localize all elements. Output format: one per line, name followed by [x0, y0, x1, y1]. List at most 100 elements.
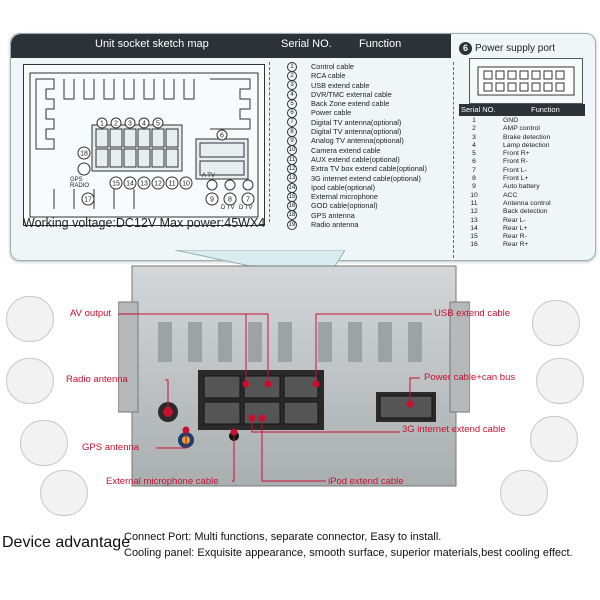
dtv-label-1: D TV: [221, 205, 235, 211]
power-pin-number: 1: [472, 117, 476, 124]
power-pin-number: 11: [470, 199, 478, 207]
power-pin-function: Front R-: [503, 158, 528, 166]
advantage-line-connect: Connect Port: Multi functions, separate …: [124, 531, 442, 543]
power-pin-row: 1 GND: [459, 117, 585, 125]
power-pin-function: Front L+: [503, 175, 529, 183]
sketch-title: Unit socket sketch map: [95, 38, 209, 50]
atv-label: A TV: [202, 173, 215, 179]
svg-text:14: 14: [126, 181, 134, 188]
power-pin-function: Back detection: [503, 208, 548, 216]
function-label: Extra TV box extend cable(optional): [311, 164, 427, 174]
power-pin-row: 3 Brake detection: [459, 134, 585, 142]
dtv-label-2: D TV: [239, 205, 253, 211]
external-mic-label: External microphone cable: [106, 476, 219, 487]
head-unit-back-svg: [117, 265, 471, 487]
power-pin-number: 8: [472, 175, 476, 183]
function-label: AUX extend cable(optional): [311, 154, 400, 164]
function-list-item: 7 Digital TV antenna(optional): [287, 117, 447, 128]
power-pin-function: Front L-: [503, 166, 527, 174]
ipod-extend-label: iPod extend cable: [328, 476, 404, 487]
device-advantage-colon: :: [113, 534, 118, 551]
power-port-number-badge: 6: [459, 42, 472, 55]
function-label: DVR/TMC external cable: [311, 89, 392, 99]
device-advantage-title: Device advantage: [2, 534, 131, 551]
power-pin-number: 16: [470, 241, 478, 249]
3g-cable-image: [530, 416, 578, 462]
power-pin-number: 4: [472, 141, 476, 149]
svg-text:15: 15: [112, 181, 120, 188]
svg-text:12: 12: [154, 181, 162, 188]
power-port-title: Power supply port: [475, 43, 556, 54]
power-pin-row: 12 Back detection: [459, 208, 585, 216]
power-pin-number: 14: [470, 224, 478, 232]
ipod-cable-image: [500, 470, 548, 516]
function-label: 3G internet extend cable(optional): [311, 173, 421, 183]
power-pin-number: 2: [472, 125, 476, 133]
function-label: Analog TV antenna(optional): [311, 136, 404, 146]
power-pin-number: 13: [470, 216, 478, 224]
function-number: 7: [287, 117, 297, 128]
power-pin-function: AMP control: [503, 125, 540, 133]
svg-text:5: 5: [156, 121, 160, 128]
serial-no-header: Serial NO.: [281, 38, 332, 50]
function-list-item: 3 USB extend cable: [287, 80, 447, 91]
power-table-header: Serial NO. Function: [459, 104, 585, 116]
svg-text:6: 6: [220, 133, 224, 140]
power-pin-row: 7 Front L-: [459, 167, 585, 175]
divider-line: [453, 62, 455, 258]
power-pin-function: Rear L-: [503, 216, 526, 224]
power-pin-number: 3: [472, 133, 476, 141]
svg-text:17: 17: [84, 197, 92, 204]
power-connector-drawing: [469, 58, 583, 104]
power-pin-row: 2 AMP control: [459, 125, 585, 133]
power-pin-number: 7: [472, 166, 476, 174]
function-label: Radio antenna: [311, 220, 359, 230]
function-label: Ipod cable(optional): [311, 182, 376, 192]
function-label: USB extend cable: [311, 80, 370, 90]
socket-sketch-panel: Unit socket sketch map Serial NO. Functi…: [10, 33, 596, 261]
power-can-label: Power cable+can bus: [424, 372, 516, 383]
function-label: Digital TV antenna(optional): [311, 127, 402, 137]
power-pin-function: ACC: [503, 191, 518, 199]
power-pin-number: 10: [470, 191, 478, 199]
function-label: External microphone: [311, 192, 378, 202]
power-pin-number: 12: [470, 208, 478, 216]
unit-sketch-drawing: 1 2 3 4 5 6 18 17 15 14 13 12 11 10 9 8 …: [23, 64, 265, 226]
device-advantage-section: Device advantage : Connect Port: Multi f…: [0, 528, 600, 588]
unit-sketch-svg: 1 2 3 4 5 6 18 17 15 14 13 12 11 10 9 8 …: [29, 72, 259, 218]
function-label: Digital TV antenna(optional): [311, 117, 402, 127]
function-number: 19: [287, 219, 297, 230]
power-pin-function: Rear R-: [503, 233, 527, 241]
power-pin-function: Front R+: [503, 150, 530, 158]
callout-lines: [118, 313, 432, 482]
power-pin-function: Brake detection: [503, 133, 551, 141]
function-label: Power cable: [311, 108, 352, 118]
radio-antenna-image: [6, 358, 54, 404]
power-pin-row: 14 Rear L+: [459, 225, 585, 233]
function-header: Function: [359, 38, 402, 50]
advantage-line-cooling: Cooling panel: Exquisite appearance, smo…: [124, 547, 573, 559]
3g-internet-label: 3G internet extend cable: [402, 424, 506, 435]
function-number: 3: [287, 80, 297, 91]
head-unit-back: [117, 262, 471, 490]
function-number: 10: [287, 145, 297, 156]
power-pin-function: GND: [503, 117, 519, 124]
function-label: Control cable: [311, 62, 354, 71]
power-pin-function: Rear R+: [503, 241, 529, 249]
function-label: RCA cable: [311, 71, 346, 81]
power-serial-header: Serial NO.: [461, 105, 496, 114]
power-pin-function: Rear L+: [503, 224, 528, 232]
sketch-header-bar: Unit socket sketch map Serial NO. Functi…: [11, 34, 451, 58]
